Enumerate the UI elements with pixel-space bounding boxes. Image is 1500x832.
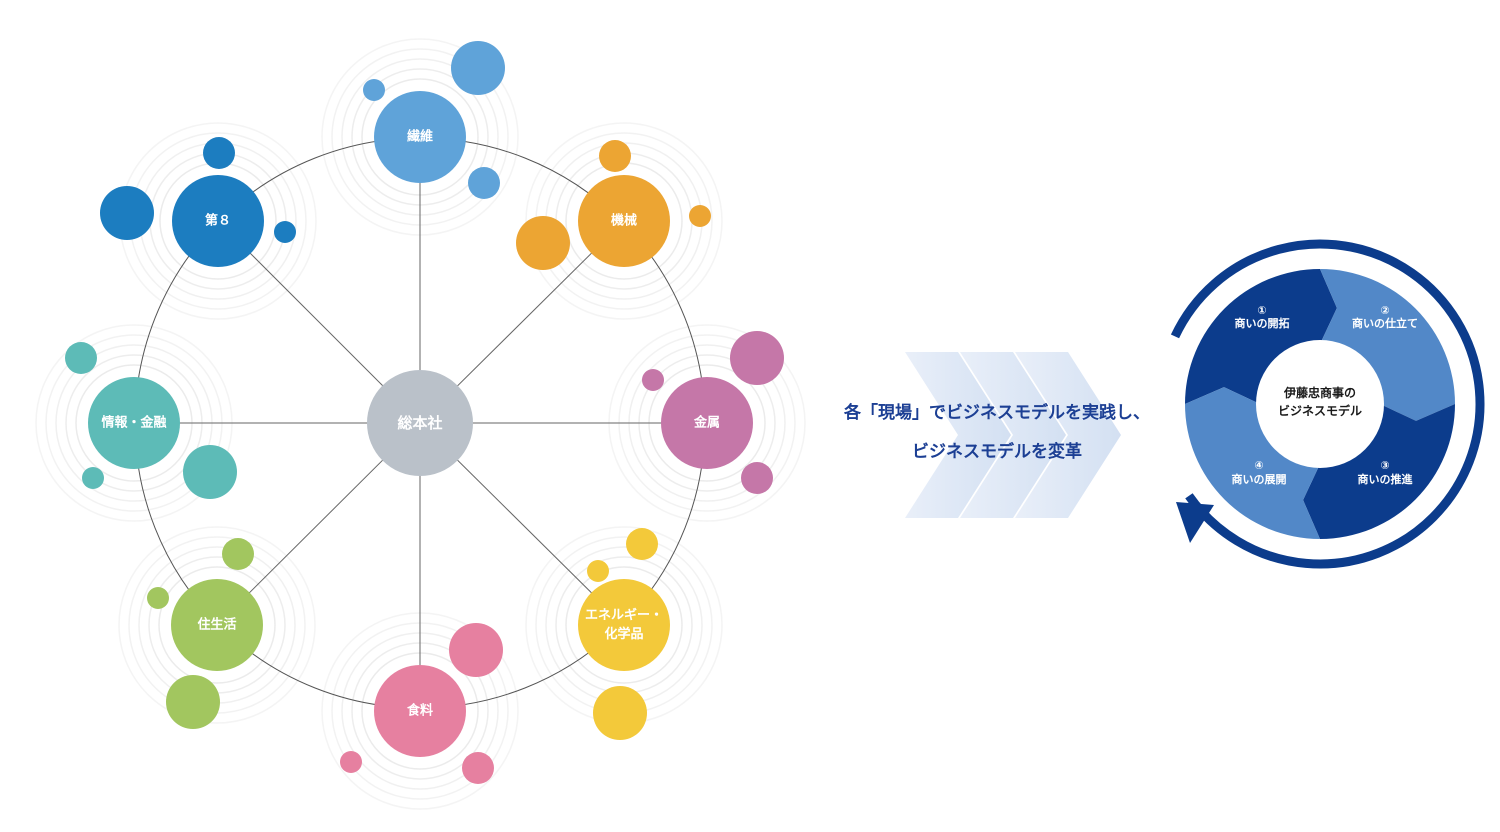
satellite-bubble <box>274 221 296 243</box>
node-circle <box>578 579 670 671</box>
satellite-bubble <box>222 538 254 570</box>
message-line-2: ビジネスモデルを変革 <box>912 441 1082 462</box>
cycle-core <box>1256 340 1384 468</box>
node-energy: エネルギー・化学品 <box>578 579 670 671</box>
node-living: 住生活 <box>171 579 263 671</box>
node-machinery: 機械 <box>578 175 670 267</box>
satellite-bubble <box>599 140 631 172</box>
node-food: 食料 <box>374 665 466 757</box>
satellite-bubble <box>166 675 220 729</box>
satellite-bubble <box>100 186 154 240</box>
node-circle <box>578 175 670 267</box>
chevron-arrows <box>905 352 1121 518</box>
headquarters-circle <box>367 370 473 476</box>
satellite-bubble <box>689 205 711 227</box>
cycle-step-label: 商いの展開 <box>1232 472 1287 486</box>
satellite-bubble <box>147 587 169 609</box>
chevron-arrow <box>1015 352 1121 518</box>
node-ict: 情報・金融 <box>88 377 180 469</box>
node-circle <box>374 91 466 183</box>
satellite-bubbles <box>65 41 784 784</box>
node-circle <box>171 579 263 671</box>
cycle-step-number: ② <box>1380 304 1389 317</box>
node-label: 金属 <box>693 415 720 431</box>
node-label: 繊維 <box>407 129 433 145</box>
node-metals: 金属 <box>661 377 753 469</box>
cycle-core-line-2: ビジネスモデル <box>1278 403 1362 418</box>
chevron-arrow <box>960 352 1066 518</box>
cycle-step-label: 商いの仕立て <box>1352 316 1418 330</box>
satellite-bubble <box>449 623 503 677</box>
cycle-step-label: 商いの推進 <box>1358 472 1414 486</box>
halo-ring <box>118 526 316 724</box>
satellite-bubble <box>363 79 385 101</box>
message-line-1: 各「現場」でビジネスモデルを実践し、 <box>843 402 1150 423</box>
satellite-bubble <box>451 41 505 95</box>
node-label: 化学品 <box>604 626 643 642</box>
satellite-bubble <box>516 216 570 270</box>
headquarters-label: 総本社 <box>397 414 442 432</box>
cycle-step-segment <box>1320 269 1455 421</box>
node-label: 情報・金融 <box>101 415 166 431</box>
node-circle <box>374 665 466 757</box>
satellite-bubble <box>741 462 773 494</box>
satellite-bubble <box>82 467 104 489</box>
node-label: 第８ <box>205 213 231 229</box>
halo-ring <box>565 566 683 684</box>
cycle-step-label: 商いの開拓 <box>1235 316 1290 330</box>
cycle-step-segment <box>1303 404 1455 539</box>
node-circle <box>661 377 753 469</box>
node-fiber: 繊維 <box>374 91 466 183</box>
node-label: 住生活 <box>197 617 236 633</box>
cycle-arrowhead-icon <box>1176 502 1214 543</box>
cycle-arrow <box>1170 239 1485 569</box>
halo-ring <box>158 566 276 684</box>
node-circle <box>172 175 264 267</box>
satellite-bubble <box>462 752 494 784</box>
cycle-step-segment <box>1185 387 1320 539</box>
cycle-step-segment <box>1185 269 1337 404</box>
node-label: 機械 <box>611 213 637 229</box>
chevron-arrow <box>905 352 1011 518</box>
satellite-bubble <box>183 445 237 499</box>
satellite-bubble <box>593 686 647 740</box>
satellite-bubble <box>65 342 97 374</box>
cycle-core-line-1: 伊藤忠商事の <box>1283 385 1356 400</box>
node-label: エネルギー・ <box>585 607 663 623</box>
satellite-bubble <box>340 751 362 773</box>
satellite-bubble <box>730 331 784 385</box>
satellite-bubble <box>203 137 235 169</box>
cycle-step-number: ③ <box>1380 459 1389 472</box>
satellite-bubble <box>626 528 658 560</box>
headquarters-node: 総本社 <box>367 370 473 476</box>
node-circle <box>88 377 180 469</box>
halo-ring <box>525 122 723 320</box>
satellite-bubble <box>642 369 664 391</box>
cycle-step-number: ① <box>1257 304 1266 317</box>
node-label: 食料 <box>407 703 433 719</box>
cycle-step-number: ④ <box>1254 459 1263 472</box>
node-eighth: 第８ <box>172 175 264 267</box>
satellite-bubble <box>468 167 500 199</box>
satellite-bubble <box>587 560 609 582</box>
